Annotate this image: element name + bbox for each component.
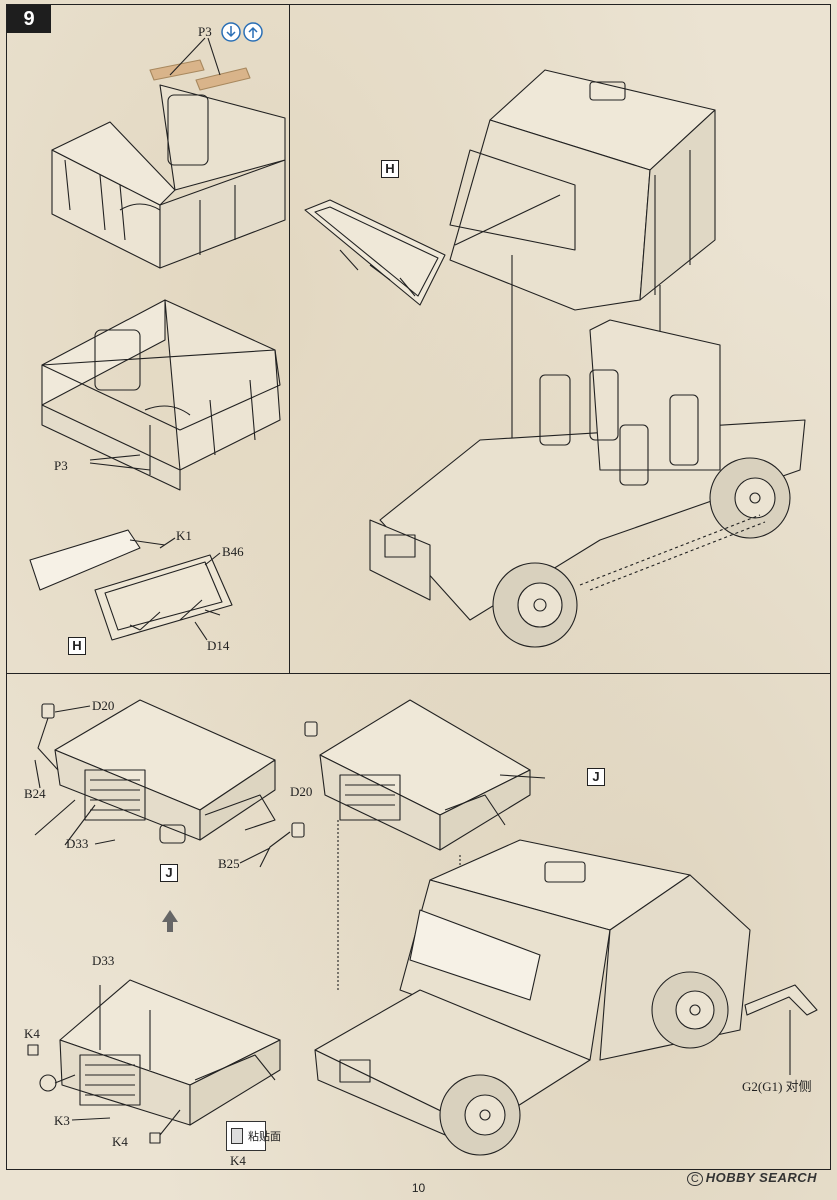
cabin-roof bbox=[449, 69, 716, 311]
step-number: 9 bbox=[7, 5, 51, 33]
label-sticky-side: 粘贴面 bbox=[248, 1131, 281, 1143]
mirror-d20-right bbox=[291, 822, 305, 838]
label-g2-opposite: G2(G1) 对侧 bbox=[742, 1079, 812, 1094]
label-b24: B24 bbox=[24, 786, 46, 801]
chassis-with-seats bbox=[369, 319, 806, 621]
truck-rear-wheel bbox=[651, 971, 729, 1049]
label-p3-mid: P3 bbox=[54, 458, 68, 473]
label-b25: B25 bbox=[218, 856, 240, 871]
truck-front-wheel bbox=[439, 1074, 521, 1156]
windshield-frame-b46 bbox=[94, 554, 233, 641]
label-d20-b: D20 bbox=[290, 784, 313, 799]
hood-assembly-upper bbox=[54, 699, 276, 844]
mirror-d20-left bbox=[41, 703, 55, 719]
label-j-left: J bbox=[160, 864, 178, 882]
label-k4-b: K4 bbox=[112, 1134, 128, 1149]
page-number: 10 bbox=[411, 1181, 426, 1195]
clip-k4-a bbox=[27, 1044, 39, 1056]
label-k4-a: K4 bbox=[24, 1026, 40, 1041]
bend-up-icon bbox=[243, 22, 263, 42]
label-h-right: H bbox=[381, 160, 399, 178]
hood-assembly-on-truck bbox=[319, 699, 531, 851]
copyright-icon: C bbox=[686, 1172, 703, 1186]
cab-interior-part-a bbox=[51, 84, 286, 269]
panel-bottom bbox=[6, 673, 831, 1170]
label-d33-b: D33 bbox=[92, 953, 115, 968]
label-b46: B46 bbox=[222, 544, 244, 559]
windshield-glass-k1 bbox=[29, 529, 141, 591]
headlight-k3 bbox=[39, 1074, 57, 1092]
clip-k4-b bbox=[149, 1132, 161, 1144]
sticky-block-icon bbox=[231, 1128, 243, 1144]
label-d20-a: D20 bbox=[92, 698, 115, 713]
label-k3: K3 bbox=[54, 1113, 70, 1128]
sticky-part-diagram bbox=[226, 1121, 266, 1151]
front-wheel bbox=[492, 562, 578, 648]
label-k1: K1 bbox=[176, 528, 192, 543]
bend-down-icon bbox=[221, 22, 241, 42]
rear-wheel bbox=[709, 457, 791, 539]
cab-interior-part-b bbox=[41, 299, 281, 491]
window-panel-h bbox=[304, 199, 446, 306]
arrow-up-icon bbox=[162, 910, 178, 932]
hood-assembly-lower bbox=[59, 979, 281, 1126]
tape-strips bbox=[149, 59, 251, 91]
label-k4-c: K4 bbox=[230, 1153, 246, 1168]
label-j-right: J bbox=[587, 768, 605, 786]
fender-flare-g2 bbox=[744, 984, 818, 1016]
watermark-brand: HOBBY SEARCH bbox=[705, 1170, 817, 1185]
label-h-left: H bbox=[68, 637, 86, 655]
label-p3-top: P3 bbox=[198, 24, 212, 39]
label-d14: D14 bbox=[207, 638, 230, 653]
label-d33-a: D33 bbox=[66, 836, 89, 851]
